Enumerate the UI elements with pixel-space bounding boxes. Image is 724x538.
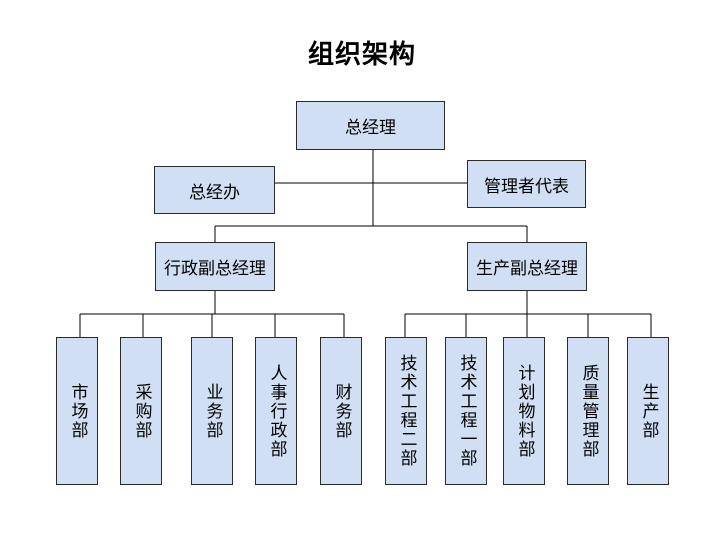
dept-finance: 财务部 [320, 337, 362, 485]
dept-marketing: 市场部 [56, 337, 98, 485]
node-admin-vice-gm: 行政副总经理 [155, 242, 275, 291]
node-general-manager: 总经理 [296, 101, 445, 150]
node-general-office: 总经办 [154, 166, 275, 214]
node-management-representative: 管理者代表 [467, 160, 586, 208]
dept-planning-materials: 计划物料部 [503, 337, 545, 485]
dept-purchasing: 采购部 [120, 337, 162, 485]
dept-engineering-1: 技术工程一部 [445, 337, 487, 485]
page-title: 组织架构 [307, 40, 416, 70]
dept-production: 生产部 [627, 337, 669, 485]
dept-hr-admin: 人事行政部 [255, 337, 297, 485]
dept-business: 业务部 [191, 337, 233, 485]
node-production-vice-gm: 生产副总经理 [467, 242, 587, 291]
dept-engineering-2: 技术工程二部 [385, 337, 427, 485]
dept-quality-management: 质量管理部 [567, 337, 609, 485]
